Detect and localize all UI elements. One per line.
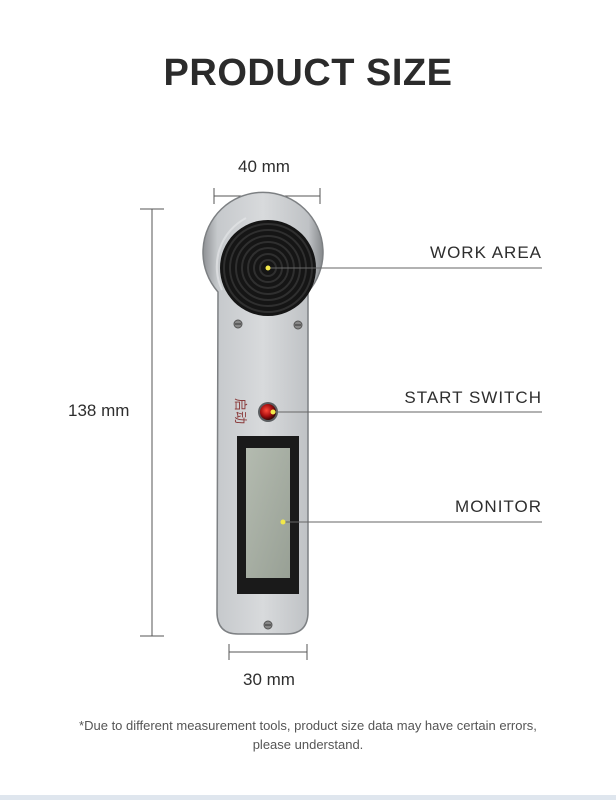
bottom-divider bbox=[0, 795, 616, 800]
monitor-callout bbox=[280, 519, 542, 525]
screw-icon bbox=[293, 320, 303, 330]
screw-icon bbox=[233, 319, 243, 329]
height-label: 138 mm bbox=[68, 401, 130, 420]
start-switch-callout bbox=[270, 409, 542, 415]
footnote-line-1: *Due to different measurement tools, pro… bbox=[79, 718, 537, 733]
width-top-label: 40 mm bbox=[238, 157, 290, 176]
start-switch-label: START SWITCH bbox=[404, 388, 542, 407]
screw-icon bbox=[263, 620, 273, 630]
work-area-callout bbox=[265, 265, 542, 271]
width-bottom-label: 30 mm bbox=[243, 670, 295, 689]
height-dimension bbox=[140, 208, 164, 637]
width-bottom-dimension bbox=[228, 644, 308, 660]
monitor-screen bbox=[237, 436, 299, 594]
work-area-label: WORK AREA bbox=[430, 243, 542, 262]
footnote-line-2: please understand. bbox=[252, 737, 364, 752]
button-label: 启动 bbox=[232, 398, 247, 424]
page-title: PRODUCT SIZE bbox=[163, 52, 453, 94]
footnote: *Due to different measurement tools, pro… bbox=[20, 716, 596, 754]
start-button bbox=[258, 402, 278, 422]
monitor-label: MONITOR bbox=[455, 497, 542, 516]
